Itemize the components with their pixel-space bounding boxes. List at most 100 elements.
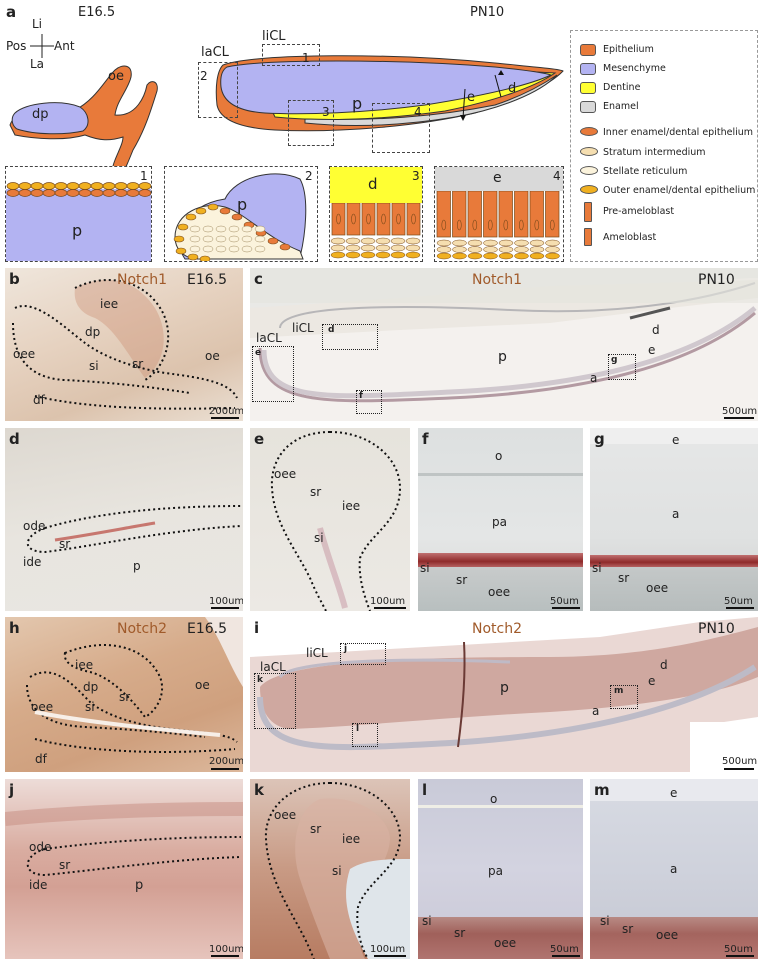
axis-li: Li (32, 17, 43, 31)
legend (570, 30, 758, 262)
pn10-p: p (352, 94, 363, 113)
panel-c-tissue (250, 268, 758, 421)
legend-label-1: Mesenchyme (603, 63, 666, 74)
pn10-box-3 (288, 100, 334, 146)
inset-2-num: 2 (305, 169, 313, 183)
panel-i-e: e (648, 674, 656, 688)
panel-i-box-m-letter: m (614, 686, 624, 696)
panel-i-box-k-letter: k (257, 675, 263, 685)
panel-d-ide: ide (23, 555, 42, 569)
panel-j-ode: ode (29, 840, 52, 854)
e165-schematic (9, 65, 158, 182)
pn10-box-4 (372, 103, 430, 153)
panel-g-si-band (590, 555, 758, 567)
panel-i-lacl: laCL (260, 660, 286, 674)
panel-e-si: si (314, 531, 324, 545)
panel-i: i Notch2 PN10 liCL laCL p a e d j k l m … (250, 617, 758, 772)
panel-b-stage: E16.5 (187, 272, 228, 288)
panel-h-df: df (35, 752, 47, 766)
panel-e-iee: iee (342, 499, 361, 513)
pn10-d: d (508, 81, 517, 96)
pn10-box-1-num: 1 (302, 51, 310, 65)
panel-d-scale-label: 100um (209, 596, 243, 607)
panel-m-sr: sr (622, 922, 634, 936)
panel-h-scale-label: 200um (209, 756, 243, 767)
panel-h-stage: E16.5 (187, 621, 228, 637)
axis-ant: Ant (54, 39, 75, 53)
pn10-schematic (215, 55, 564, 132)
stage-e165: E16.5 (78, 5, 116, 20)
panel-g-scale-label: 50um (724, 596, 753, 607)
panel-i-box-m (610, 685, 638, 709)
panel-letter-a: a (6, 3, 17, 21)
panel-c-scale-label: 500um (722, 406, 758, 417)
panel-c-box-f (356, 390, 382, 414)
panel-f-pa: pa (492, 515, 507, 529)
panel-m-scale-bar (726, 955, 754, 957)
panel-g: g e a si sr oee 50um (590, 428, 758, 611)
panel-c-marker: Notch1 (472, 272, 523, 288)
panel-f-oee: oee (488, 585, 511, 599)
panel-c-scale-bar (724, 417, 754, 419)
panel-c-box-d-letter: d (328, 325, 335, 335)
panel-d: d ode sr ide p 100um (5, 428, 243, 611)
panel-j: j ode sr ide p 100um (5, 779, 243, 959)
panel-k-sr: sr (310, 822, 322, 836)
panel-c-a: a (590, 371, 598, 385)
panel-i-box-l (352, 723, 378, 747)
axis-la: La (30, 57, 45, 71)
panel-m-e: e (670, 786, 678, 800)
panel-f-scale-label: 50um (550, 596, 579, 607)
panel-letter-l: l (422, 781, 428, 799)
panel-l: l o pa si sr oee 50um (418, 779, 583, 959)
panel-e-outlines (270, 431, 402, 611)
legend-swatch-8 (584, 202, 592, 222)
panel-letter-b: b (9, 270, 20, 288)
panel-h-outlines (26, 617, 243, 753)
pn10-box-2-num: 2 (200, 69, 208, 83)
panel-i-scale-label: 500um (722, 756, 758, 767)
panel-c-box-g (608, 354, 636, 380)
axis-cross (30, 34, 54, 58)
panel-k-scale-label: 100um (370, 944, 406, 955)
panel-letter-c: c (254, 270, 263, 288)
panel-letter-d: d (9, 430, 20, 448)
panel-i-p: p (500, 680, 509, 696)
panel-d-scale-bar (211, 607, 239, 609)
panel-c-stage: PN10 (698, 272, 735, 288)
panel-l-sr: sr (454, 926, 466, 940)
legend-swatch-3 (580, 101, 596, 113)
legend-swatch-1 (580, 63, 596, 75)
panel-e-scale-bar (374, 607, 406, 609)
legend-label-4: Inner enamel/dental epithelium (603, 127, 754, 138)
panel-c-box-d (322, 324, 378, 350)
panel-i-box-j (340, 643, 386, 665)
panel-h-oe: oe (195, 678, 210, 692)
panel-m: m e a si sr oee 50um (590, 779, 758, 959)
panel-j-scale-label: 100um (209, 944, 243, 955)
stage-pn10: PN10 (470, 5, 505, 20)
panel-c-lacl: laCL (256, 331, 282, 345)
pn10-licl: liCL (262, 29, 286, 44)
panel-d-p: p (133, 559, 141, 573)
panel-i-scale-bar (724, 768, 754, 770)
legend-label-6: Stellate reticulum (603, 166, 688, 177)
panel-g-e: e (672, 433, 680, 447)
panel-letter-i: i (254, 619, 260, 637)
legend-swatch-9 (584, 228, 592, 246)
panel-j-p: p (135, 878, 144, 893)
pn10-enamel (304, 74, 558, 126)
legend-label-2: Dentine (603, 82, 641, 93)
panel-a: a E16.5 PN10 Li La Pos Ant oe dp df liCL… (0, 0, 762, 265)
panel-m-oee: oee (656, 928, 679, 942)
panel-d-sr: sr (59, 537, 71, 551)
inset-2-p: p (237, 195, 248, 214)
panel-i-stage: PN10 (698, 621, 735, 637)
panel-e-scale-label: 100um (370, 596, 406, 607)
panel-b-oe: oe (205, 349, 220, 363)
inset-1-num: 1 (140, 169, 148, 183)
panel-e-sr: sr (310, 485, 322, 499)
panel-b-marker: Notch1 (117, 272, 168, 288)
panel-k-oee: oee (274, 808, 297, 822)
panel-c-d: d (652, 323, 660, 337)
